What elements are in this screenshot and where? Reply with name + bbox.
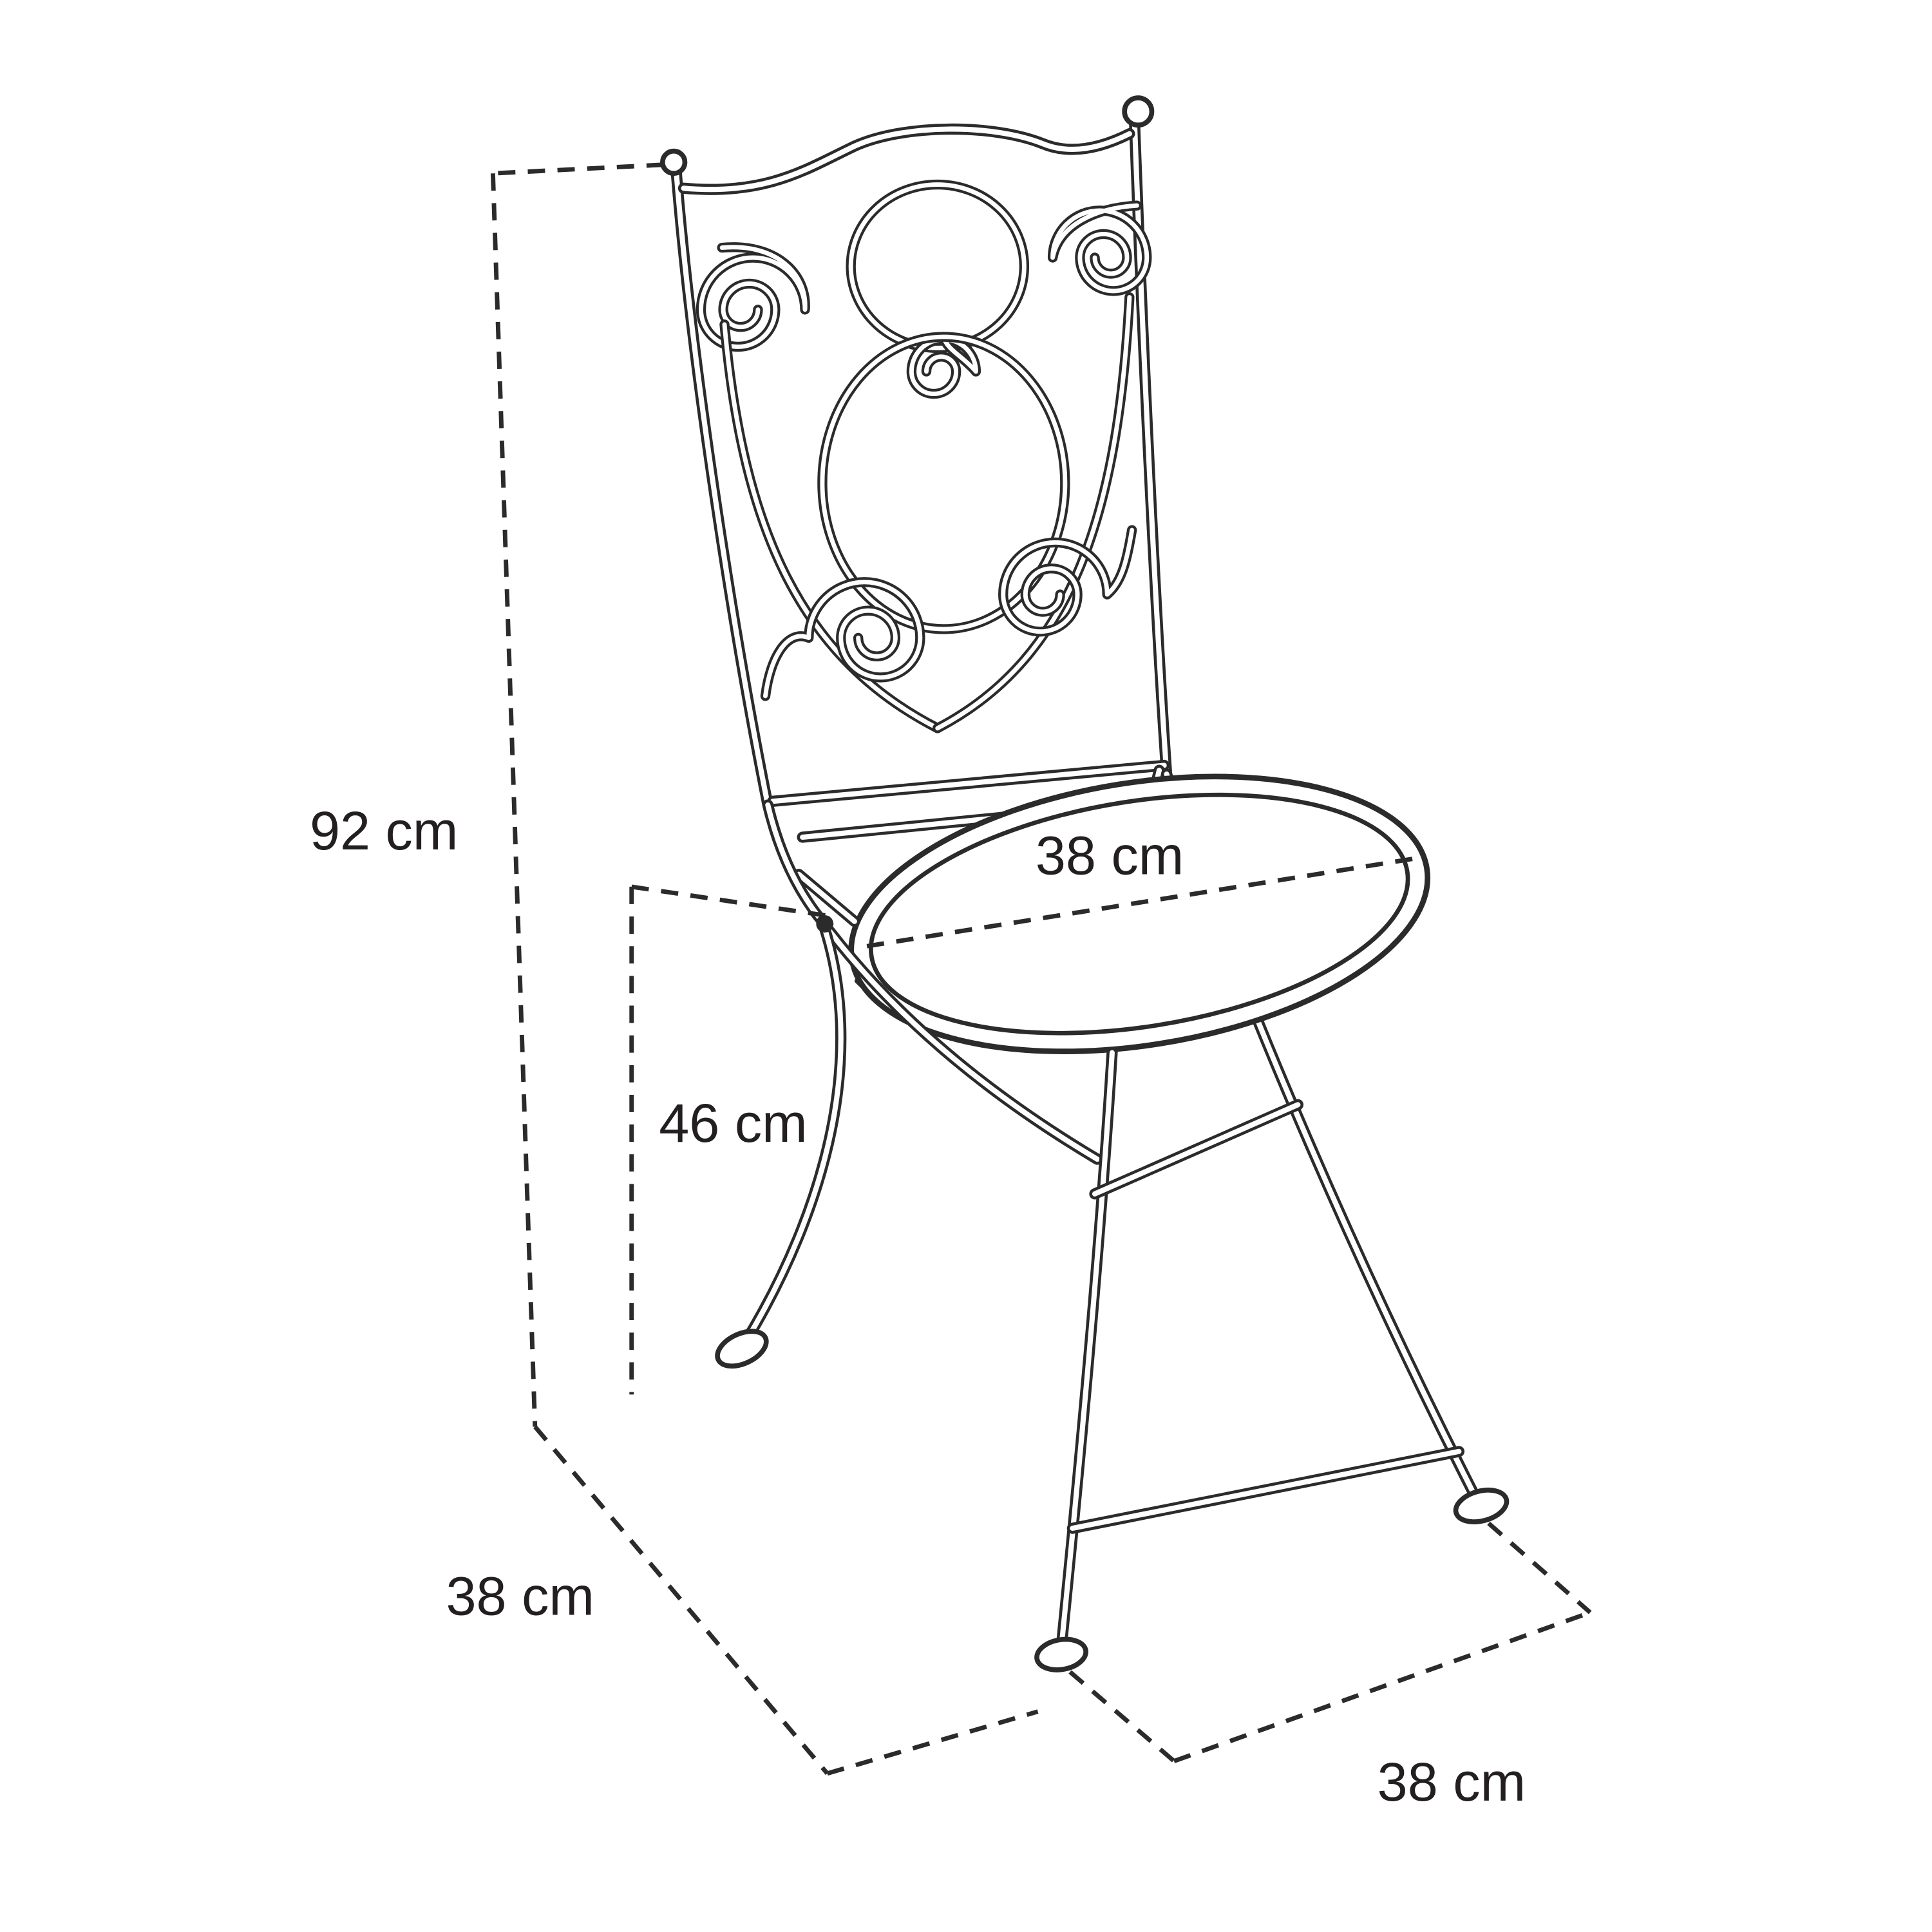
backrest-scrollwork: [701, 179, 1146, 728]
seat-diameter-dimension-line: [866, 855, 1425, 949]
chair-illustration: [660, 95, 1510, 1672]
seat-height-label: 46 cm: [659, 1092, 807, 1153]
depth-dimension-line: [533, 1425, 829, 1776]
width-dimension-line: [1173, 1610, 1591, 1763]
finial-left: [660, 148, 688, 176]
foot-rear-left: [715, 1329, 769, 1369]
seat-diameter-label: 38 cm: [1036, 825, 1184, 886]
height-extension-line: [493, 162, 664, 176]
dimension-lines: [490, 162, 1592, 1776]
dimension-labels: 92 cm 38 cm 46 cm 38 cm 38 cm: [310, 800, 1526, 1812]
hinge-pivot: [816, 915, 834, 933]
depth-extension-line: [826, 1709, 1039, 1776]
seat-surface-inner: [868, 792, 1410, 1036]
depth-dimension-label: 38 cm: [446, 1566, 594, 1627]
height-dimension-line: [490, 173, 538, 1427]
height-dimension-label: 92 cm: [310, 800, 458, 861]
width-dimension-label: 38 cm: [1378, 1751, 1526, 1812]
seat-height-top-line: [631, 884, 833, 919]
foot-front: [1034, 1636, 1089, 1672]
width-extension-line-front: [1068, 1670, 1176, 1763]
finial-right: [1122, 95, 1155, 128]
chair-folding-legs: [715, 805, 1510, 1672]
chair-seat: [848, 773, 1431, 1054]
foot-rear-right: [1453, 1487, 1510, 1524]
width-extension-line-rear: [1487, 1521, 1592, 1615]
chair-backrest: [660, 95, 1167, 837]
